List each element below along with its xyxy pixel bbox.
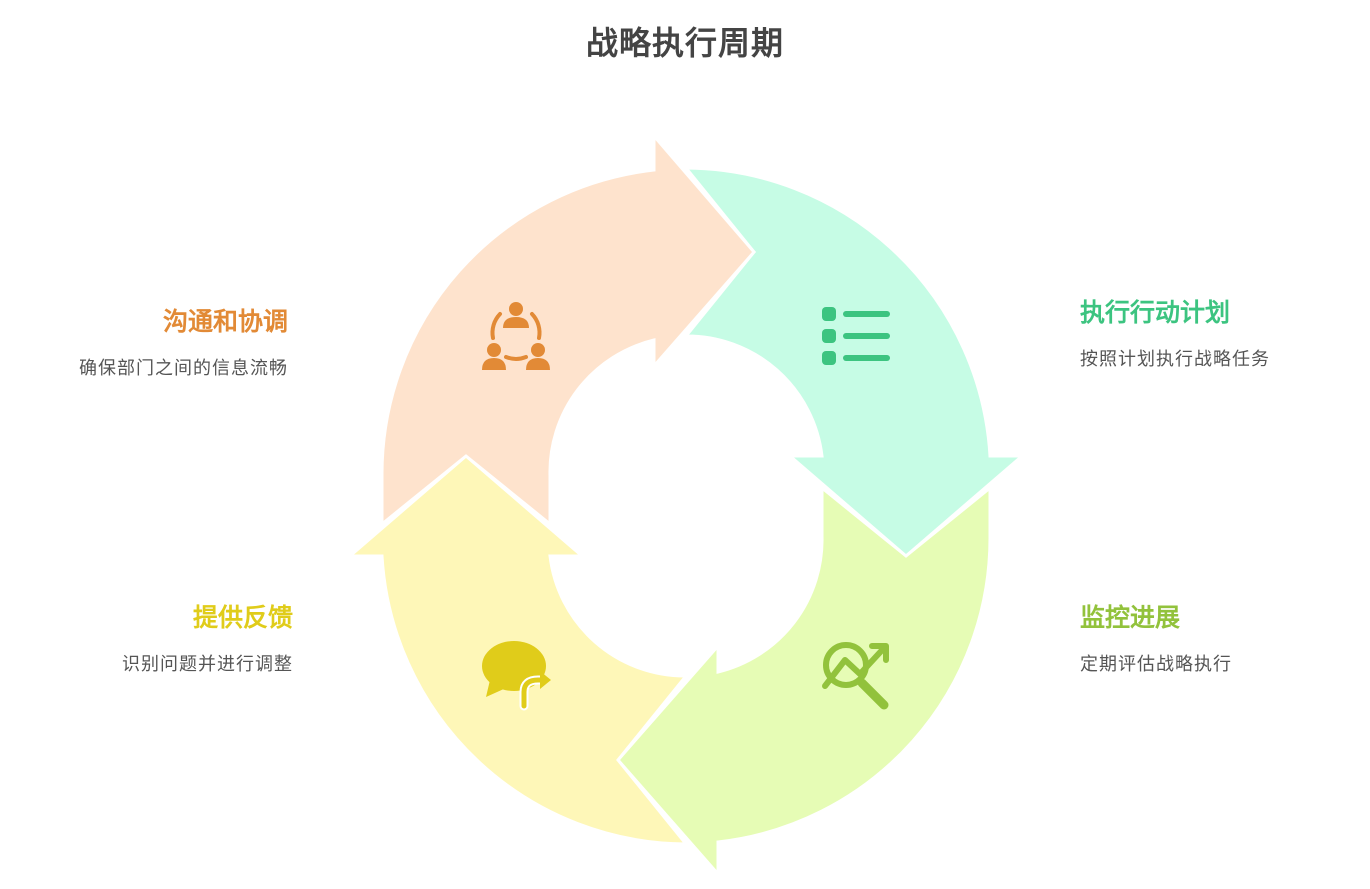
diagram-title: 战略执行周期: [585, 24, 784, 62]
step-description: 确保部门之间的信息流畅: [79, 358, 288, 379]
step-label-communicate: 沟通和协调 确保部门之间的信息流畅: [79, 302, 288, 380]
step-heading: 沟通和协调: [162, 307, 288, 336]
step-label-plan: 执行行动计划 按照计划执行战略任务: [1080, 293, 1270, 371]
step-heading: 执行行动计划: [1080, 298, 1231, 327]
feedback-chat-icon: [482, 641, 551, 711]
cycle-segment-communicate: [380, 131, 756, 528]
step-description: 识别问题并进行调整: [122, 654, 293, 675]
step-description: 定期评估战略执行: [1080, 654, 1232, 675]
step-label-feedback: 提供反馈 识别问题并进行调整: [122, 598, 293, 676]
step-heading: 提供反馈: [192, 603, 293, 632]
team-collaboration-icon: [482, 302, 550, 370]
step-label-monitor: 监控进展 定期评估战略执行: [1080, 598, 1232, 676]
step-heading: 监控进展: [1080, 603, 1181, 632]
cycle-segment-plan: [682, 166, 1027, 558]
list-icon: [822, 307, 890, 365]
cycle-segment-monitor: [616, 484, 992, 878]
chart-search-icon: [822, 642, 889, 710]
step-description: 按照计划执行战略任务: [1080, 349, 1270, 370]
